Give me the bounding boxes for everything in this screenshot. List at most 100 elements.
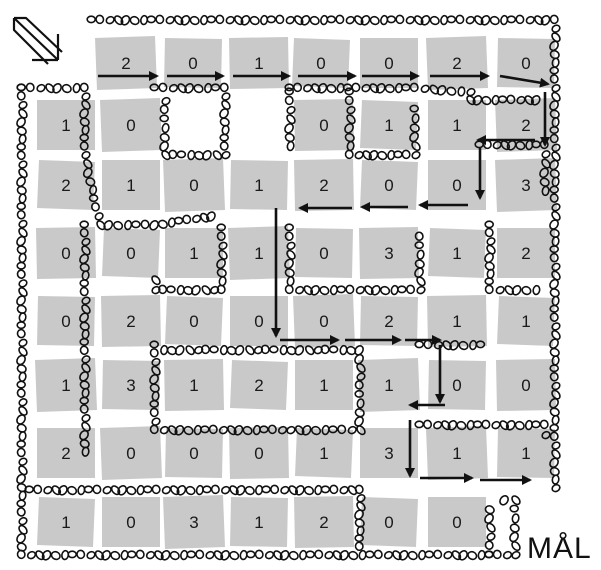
stone <box>327 16 335 22</box>
stone <box>220 134 228 140</box>
cell-number: 2 <box>319 176 328 195</box>
stone <box>105 15 115 25</box>
stone <box>61 83 72 93</box>
stone <box>406 285 415 295</box>
stone <box>550 15 559 25</box>
stone <box>551 483 561 493</box>
stone <box>508 531 520 543</box>
cell-number: 0 <box>126 444 135 463</box>
stone <box>182 215 191 225</box>
stone <box>18 279 28 289</box>
cell-number: 1 <box>452 116 461 135</box>
stone <box>335 15 344 25</box>
stone <box>498 494 510 506</box>
stone <box>17 448 26 458</box>
stone <box>17 507 26 517</box>
cell-number: 0 <box>384 54 393 73</box>
cell-number: 0 <box>189 444 198 463</box>
stone <box>551 24 561 34</box>
cell-number: 0 <box>521 54 530 73</box>
cell-number: 1 <box>254 513 263 532</box>
stone <box>270 485 279 495</box>
stone <box>201 284 212 295</box>
stone <box>80 287 89 297</box>
stone <box>262 486 270 492</box>
cell-number: 0 <box>126 116 135 135</box>
stone <box>110 550 121 560</box>
stone <box>229 550 240 560</box>
cell-number: 1 <box>452 312 461 331</box>
stone <box>395 15 404 25</box>
cell-number: 1 <box>254 176 263 195</box>
cell-number: 1 <box>189 244 198 263</box>
stone <box>285 285 294 295</box>
stone <box>210 346 218 352</box>
stone <box>84 486 92 492</box>
stone <box>287 276 295 286</box>
stone <box>80 345 89 355</box>
stone <box>415 421 423 427</box>
stone <box>187 551 195 557</box>
cell-number: 0 <box>452 376 461 395</box>
stone <box>433 550 442 560</box>
stone <box>489 15 500 25</box>
stone <box>314 550 323 560</box>
stone <box>17 84 25 90</box>
stone <box>345 285 354 295</box>
stone <box>152 485 161 495</box>
stone <box>220 345 228 355</box>
stone <box>552 58 560 68</box>
stone <box>80 280 88 286</box>
stone <box>80 221 88 227</box>
stone <box>401 150 410 160</box>
cell-number: 3 <box>126 376 135 395</box>
stone <box>160 115 168 121</box>
stone <box>417 250 425 260</box>
stone <box>215 15 224 25</box>
goal-label: MÅL <box>527 532 592 565</box>
cell-number: 2 <box>121 54 130 73</box>
stone <box>18 100 28 110</box>
cell-number: 0 <box>319 312 328 331</box>
stone <box>275 15 284 25</box>
stone <box>169 550 180 560</box>
cell-number: 0 <box>452 513 461 532</box>
stone <box>552 415 560 425</box>
stone <box>76 550 85 560</box>
stone <box>211 485 220 495</box>
stone <box>162 123 170 133</box>
cell-number: 1 <box>452 244 461 263</box>
cell-number: 1 <box>319 444 328 463</box>
cell-number: 0 <box>189 312 198 331</box>
stone <box>486 237 496 247</box>
stone <box>321 486 329 492</box>
stone <box>17 322 25 328</box>
stone <box>486 532 496 542</box>
stone <box>247 551 255 557</box>
stone <box>95 15 104 25</box>
stone <box>177 151 185 157</box>
stone <box>306 551 314 557</box>
stone <box>17 500 25 506</box>
stone <box>80 83 89 93</box>
stone <box>18 160 28 170</box>
stone <box>502 550 512 560</box>
stone <box>126 485 137 495</box>
stone <box>319 285 330 295</box>
stone <box>17 91 26 101</box>
stone <box>467 550 478 560</box>
cell-number: 2 <box>452 54 461 73</box>
stone <box>340 345 348 355</box>
cell-number: 2 <box>384 312 393 331</box>
stone <box>287 141 295 151</box>
stone <box>167 286 175 292</box>
stone <box>533 285 541 295</box>
stone <box>485 285 494 295</box>
cell-number: 0 <box>384 513 393 532</box>
stone <box>87 16 95 22</box>
stone <box>17 441 25 447</box>
cell-number: 0 <box>521 376 530 395</box>
cell-number: 0 <box>319 116 328 135</box>
cell-number: 1 <box>384 116 393 135</box>
